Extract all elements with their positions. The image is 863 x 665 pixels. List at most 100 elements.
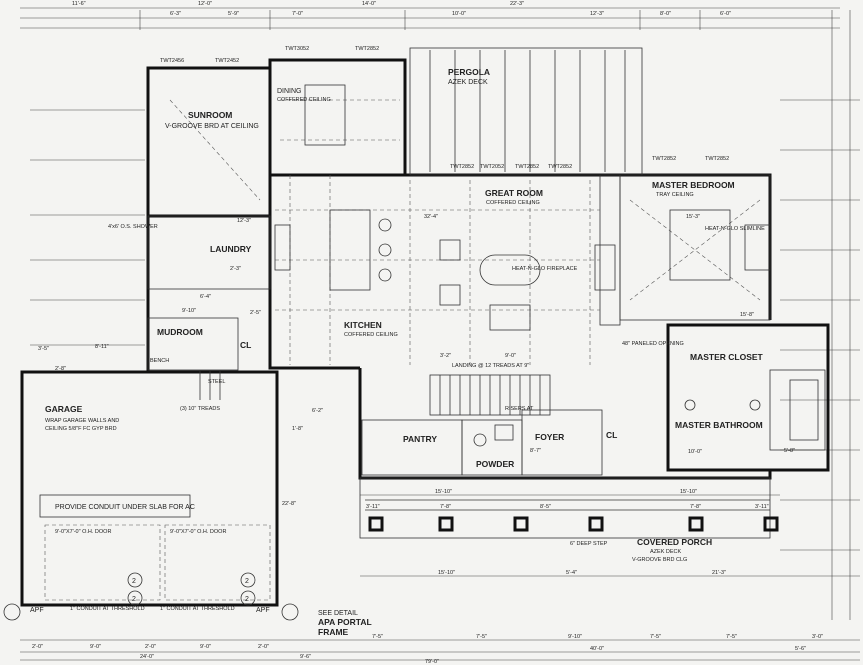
- dimension-label: 6'-0": [720, 11, 731, 17]
- exterior-walls: [20, 58, 830, 607]
- closet-label-cl: CL: [240, 340, 251, 350]
- dimension-label: 1'-8": [292, 426, 303, 432]
- room-label-powder: POWDER: [476, 459, 514, 469]
- room-label-master-bedroom: MASTER BEDROOM: [652, 180, 735, 190]
- dimension-label: 15'-10": [435, 489, 452, 495]
- apa-portal-note: APA PORTAL: [318, 617, 372, 627]
- dimension-label: 7'-5": [650, 634, 661, 640]
- dimension-label: 5'-9": [228, 11, 239, 17]
- section-markers: 2 2 2 2: [3, 572, 299, 621]
- dimension-label: 8'-0": [660, 11, 671, 17]
- apf-label-1: APF: [30, 607, 44, 614]
- conduit-threshold-note-1: 1" CONDUIT AT THRESHOLD: [70, 606, 145, 612]
- dimension-label: 3'-11": [755, 504, 769, 510]
- dimension-label: 9'-0": [90, 644, 101, 650]
- dimension-label: 6'-2": [312, 408, 323, 414]
- dimension-label: 8'-11": [95, 344, 109, 350]
- dimension-label: 9'-10": [182, 308, 196, 314]
- dimension-label: 9'-0": [505, 353, 516, 359]
- apf-label-2: APF: [256, 607, 270, 614]
- window-tag: TWT2452: [215, 58, 239, 64]
- window-tag: TWT2852: [705, 156, 729, 162]
- dimension-label: 15'-8": [740, 312, 754, 318]
- room-note-garage-1: WRAP GARAGE WALLS AND: [45, 418, 119, 424]
- room-label-mudroom: MUDROOM: [157, 327, 203, 337]
- dimension-label: 7'-8": [690, 504, 701, 510]
- shower-note: 4'x6' O.S. SHOWER: [108, 224, 158, 230]
- dimension-label: 2'-0": [258, 644, 269, 650]
- dimension-label: 2'-0": [145, 644, 156, 650]
- dimension-label: 79'-0": [425, 659, 439, 665]
- frame-note: FRAME: [318, 627, 349, 637]
- room-note-dining: COFFERED CEILING: [277, 97, 331, 103]
- room-note-covered-porch-1: AZEK DECK: [650, 549, 682, 555]
- dimension-label: 9'-0": [200, 644, 211, 650]
- landing-note: LANDING @ 12 TREADS AT 9": [452, 363, 529, 369]
- dimension-label: 12'-3": [590, 11, 604, 17]
- garage-door-1: 9'-0"X7'-0" O.H. DOOR: [55, 529, 111, 535]
- closet-label-cl-2: CL: [606, 430, 617, 440]
- risers-note: RISERS AT: [505, 406, 534, 412]
- dimension-label: 5'-6": [795, 646, 806, 652]
- fireplace-note-2: HEAT-N-GLO SLIMLINE: [705, 226, 765, 232]
- see-detail-note: SEE DETAIL: [318, 610, 358, 617]
- dimension-label: 7'-5": [476, 634, 487, 640]
- window-tag: TWT2852: [450, 164, 474, 170]
- room-note-master-bedroom: TRAY CEILING: [656, 192, 694, 198]
- marker-label: 2: [245, 596, 249, 603]
- dimension-label: 10'-0": [688, 449, 702, 455]
- dimension-label: 14'-0": [362, 1, 376, 7]
- fireplace-note: HEAT-N-GLO FIREPLACE: [512, 266, 578, 272]
- window-tag: TWT2852: [652, 156, 676, 162]
- room-label-laundry: LAUNDRY: [210, 244, 252, 254]
- step-note: 6" DEEP STEP: [570, 541, 608, 547]
- garage-door-2: 9'-0"X7'-0" O.H. DOOR: [170, 529, 226, 535]
- room-label-pantry: PANTRY: [403, 434, 437, 444]
- room-label-garage: GARAGE: [45, 404, 83, 414]
- bench-note: BENCH: [150, 358, 169, 364]
- dimension-label: 5'-4": [566, 570, 577, 576]
- fixtures: [274, 84, 819, 447]
- conduit-ac-note: PROVIDE CONDUIT UNDER SLAB FOR AC: [55, 504, 195, 511]
- dimension-label: 6'-4": [200, 294, 211, 300]
- dimensions-misc: 12'-3" 32'-4" 15'-3" 9'-10" 8'-11" 3'-5"…: [38, 214, 795, 507]
- dimension-label: 7'-0": [292, 11, 303, 17]
- garage-door-outlines: [39, 494, 271, 601]
- dimension-label: 3'-5": [38, 346, 49, 352]
- dimension-label: 15'-10": [438, 570, 455, 576]
- dimension-label: 21'-3": [712, 570, 726, 576]
- window-tags: TWT2456 TWT2452 TWT3052 TWT2852 TWT2852 …: [160, 46, 729, 170]
- dimension-label: 9'-10": [568, 634, 582, 640]
- dimension-label: 24'-0": [140, 654, 154, 660]
- dimension-label: 10'-0": [452, 11, 466, 17]
- dimensions-bottom: 2'-0" 9'-0" 2'-0" 9'-0" 2'-0" 24'-0" 7'-…: [32, 634, 823, 665]
- dimension-lines: [20, 7, 860, 661]
- room-note-great-room: COFFERED CEILING: [486, 200, 540, 206]
- dimension-label: 2'-3": [230, 266, 241, 272]
- dimension-label: 8'-7": [530, 448, 541, 454]
- marker-label: 2: [132, 596, 136, 603]
- room-note-sunroom: V-GROOVE BRD AT CEILING: [165, 123, 259, 130]
- dimension-label: 12'-0": [198, 1, 212, 7]
- dimension-label: 2'-5": [250, 310, 261, 316]
- dimension-label: 8'-5": [540, 504, 551, 510]
- room-label-foyer: FOYER: [535, 432, 564, 442]
- room-note-pergola: AZEK DECK: [448, 79, 488, 86]
- conduit-threshold-note-2: 1" CONDUIT AT THRESHOLD: [160, 606, 235, 612]
- dimension-label: 7'-8": [440, 504, 451, 510]
- porch-columns: [359, 477, 779, 539]
- room-label-great-room: GREAT ROOM: [485, 188, 543, 198]
- pergola-beams: [409, 47, 643, 176]
- room-label-sunroom: SUNROOM: [188, 110, 232, 120]
- window-tag: TWT2852: [515, 164, 539, 170]
- marker-label: 2: [245, 578, 249, 585]
- room-label-kitchen: KITCHEN: [344, 320, 382, 330]
- treads-note: (3) 10" TREADS: [180, 406, 220, 412]
- dimension-label: 3'-11": [366, 504, 380, 510]
- dimension-label: 11'-6": [72, 1, 86, 7]
- dimensions-top: 11'-6" 12'-0" 6'-3" 5'-9" 7'-0" 14'-0" 1…: [72, 1, 731, 17]
- dimension-label: 5'-8": [784, 448, 795, 454]
- dimension-label: 22'-3": [510, 1, 524, 7]
- window-tag: TWT3052: [285, 46, 309, 52]
